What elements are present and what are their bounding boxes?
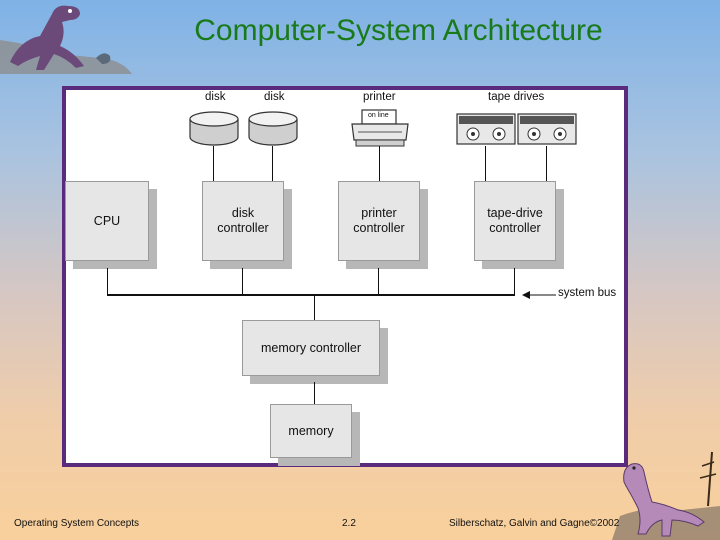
printer-icon xyxy=(351,109,409,147)
footer-course-title: Operating System Concepts xyxy=(14,518,140,529)
memory-link xyxy=(314,382,315,405)
disk-1-link xyxy=(213,146,214,182)
cpu-bus-link xyxy=(107,268,108,294)
disk-controller-label-line1: disk xyxy=(231,206,255,220)
printer-controller-bus-link xyxy=(378,268,379,294)
printer-label: printer xyxy=(363,91,396,103)
printer-link xyxy=(379,146,380,182)
tape-drive-icon xyxy=(517,113,577,145)
system-bus-line xyxy=(107,294,515,296)
tape-drive-1-link xyxy=(485,146,486,182)
tape-controller-bus-link xyxy=(514,268,515,294)
memory-controller-box: memory controller xyxy=(242,320,380,376)
cpu-box: CPU xyxy=(65,181,149,261)
slide-title: Computer-System Architecture xyxy=(194,14,603,47)
disk-controller-label-line2: controller xyxy=(217,221,269,235)
memory-controller-label: memory controller xyxy=(260,340,362,355)
cpu-label: CPU xyxy=(93,213,121,228)
dinosaur-illustration-bottom xyxy=(612,451,720,540)
memory-box: memory xyxy=(270,404,352,458)
disk-2-link xyxy=(272,146,273,182)
printer-controller-label-line2: controller xyxy=(353,221,405,235)
disk-controller-bus-link xyxy=(242,268,243,294)
disk-label-1: disk xyxy=(205,91,226,103)
tape-drives-label: tape drives xyxy=(488,91,545,103)
tape-drive-2-link xyxy=(546,146,547,182)
tape-drive-controller-label-line2: controller xyxy=(489,221,541,235)
dinosaur-illustration-top xyxy=(0,5,132,74)
disk-icon xyxy=(189,111,239,146)
footer-page-number: 2.2 xyxy=(342,518,356,529)
tape-drive-controller-label-line1: tape-drive xyxy=(487,206,543,220)
system-bus-arrow-icon xyxy=(522,291,556,299)
system-bus-label: system bus xyxy=(558,287,617,299)
memory-controller-bus-link xyxy=(314,294,315,321)
disk-label-2: disk xyxy=(264,91,285,103)
printer-controller-label-line1: printer xyxy=(361,206,397,220)
memory-label: memory xyxy=(288,423,334,438)
diagram-frame: disk disk printer tape drives on line CP xyxy=(62,86,628,467)
disk-icon xyxy=(248,111,298,146)
tape-drive-icon xyxy=(456,113,516,145)
printer-panel-label: on line xyxy=(368,112,389,119)
footer-copyright: Silberschatz, Galvin and Gagne©2002 xyxy=(449,518,620,529)
